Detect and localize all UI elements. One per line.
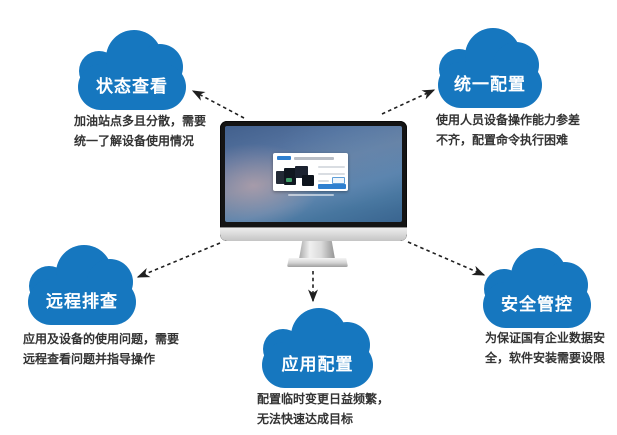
monitor-chin xyxy=(220,227,407,241)
cloud-shape-icon xyxy=(438,62,542,108)
cloud-shape-icon xyxy=(262,342,373,388)
cloud-label-security-control: 安全管控 xyxy=(501,294,573,314)
description-remote-troubleshoot: 应用及设备的使用问题，需要 远程查看问题并指导操作 xyxy=(23,329,179,369)
monitor-bezel xyxy=(220,121,407,241)
username-field-placeholder xyxy=(318,166,345,168)
cloud-unified-config: 统一配置 xyxy=(438,28,542,108)
arrow-to-security-control xyxy=(407,241,486,276)
description-line: 无法快速达成目标 xyxy=(257,412,354,426)
login-title-placeholder xyxy=(294,157,334,160)
cloud-label-app-config: 应用配置 xyxy=(281,354,354,374)
description-line: 全，软件安装需要设限 xyxy=(485,351,606,365)
arrow-to-remote-troubleshoot xyxy=(136,242,221,278)
cloud-status-view: 状态查看 xyxy=(78,30,186,110)
device-screen-accent xyxy=(286,178,292,182)
description-line: 使用人员设备操作能力参差 xyxy=(436,113,581,127)
password-field-placeholder xyxy=(318,173,345,175)
description-unified-config: 使用人员设备操作能力参差 不齐，配置命令执行困难 xyxy=(436,110,580,150)
cloud-label-unified-config: 统一配置 xyxy=(454,74,526,94)
description-line: 加油站点多且分散，需要 xyxy=(74,114,207,128)
captcha-field-placeholder xyxy=(318,180,329,182)
description-line: 为保证国有企业数据安 xyxy=(485,331,606,345)
brand-logo xyxy=(277,156,291,160)
description-line: 远程查看问题并指导操作 xyxy=(23,352,156,366)
desktop-monitor xyxy=(220,121,407,267)
cloud-security-control: 安全管控 xyxy=(483,248,591,328)
cloud-shape-icon xyxy=(28,279,136,325)
description-line: 应用及设备的使用问题，需要 xyxy=(23,332,180,346)
screen-footer-text-placeholder xyxy=(288,194,334,196)
description-status-view: 加油站点多且分散，需要 统一了解设备使用情况 xyxy=(74,111,206,151)
monitor-stand-neck xyxy=(299,241,335,259)
description-security-control: 为保证国有企业数据安 全，软件安装需要设限 xyxy=(485,328,605,368)
description-app-config: 配置临时变更日益频繁， 无法快速达成目标 xyxy=(257,389,389,429)
login-button-graphic xyxy=(318,184,346,189)
description-line: 配置临时变更日益频繁， xyxy=(257,392,390,406)
device-image xyxy=(276,171,286,184)
cloud-shape-icon xyxy=(483,282,591,328)
description-line: 不齐，配置命令执行困难 xyxy=(436,133,569,147)
cloud-label-status-view: 状态查看 xyxy=(96,76,168,96)
monitor-stand-base xyxy=(287,258,348,267)
cloud-remote-troubleshoot: 远程排查 xyxy=(28,245,136,325)
cloud-app-config: 应用配置 xyxy=(262,308,373,388)
login-dialog xyxy=(273,153,348,191)
cloud-shape-icon xyxy=(78,64,186,110)
cloud-label-remote-troubleshoot: 远程排查 xyxy=(46,291,118,311)
device-image xyxy=(302,175,314,186)
description-line: 统一了解设备使用情况 xyxy=(74,134,195,148)
captcha-code-box xyxy=(332,177,345,184)
arrow-to-status-view xyxy=(191,90,245,119)
arrow-to-unified-config xyxy=(381,89,436,115)
monitor-screen xyxy=(225,126,402,222)
device-collage-image xyxy=(276,166,314,187)
